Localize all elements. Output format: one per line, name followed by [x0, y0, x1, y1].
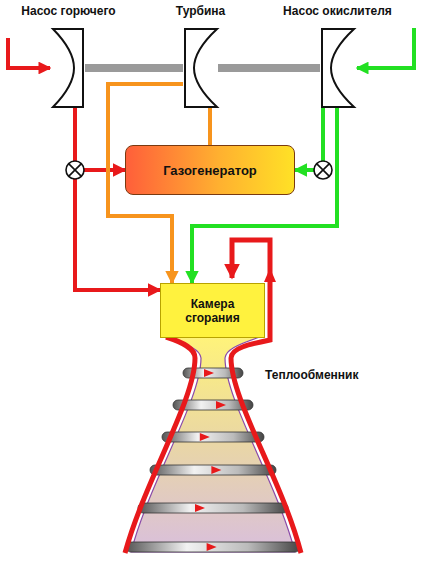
- flow-arrow: [211, 466, 221, 474]
- flow-arrow: [204, 369, 214, 377]
- part-label: Турбина: [176, 4, 225, 18]
- gas-generator-box: Газогенератор: [125, 145, 295, 195]
- pump-shape: [52, 28, 85, 108]
- turbine: Турбина: [183, 28, 218, 108]
- flow-arrow: [195, 504, 205, 512]
- valve-symbol: [66, 161, 84, 179]
- pump-outline: [53, 29, 83, 107]
- flow-arrow: [207, 543, 217, 551]
- fuel-intake: [8, 38, 50, 68]
- valve-symbol: [314, 161, 332, 179]
- flow-line: [75, 108, 160, 290]
- pump: Насос окислителя: [320, 28, 355, 108]
- flow-line: [75, 108, 125, 170]
- oxidizer-intake: [357, 28, 414, 68]
- part-label: Теплообменник: [265, 368, 358, 382]
- pump: Насос горючего: [52, 28, 85, 108]
- flow-line: [192, 108, 337, 283]
- box-label: Газогенератор: [163, 163, 257, 178]
- heat-exchanger-band: [162, 432, 264, 442]
- cooling-line: [125, 337, 195, 553]
- flow-line: [208, 108, 212, 145]
- turbine-shape: [183, 28, 218, 108]
- chamber-box: Камера сгорания: [160, 283, 265, 338]
- heat-exchanger-band: [150, 465, 276, 475]
- heat-exchanger-bands: [126, 368, 300, 552]
- pump-shape: [320, 28, 355, 108]
- part-label: Насос окислителя: [283, 4, 392, 18]
- shaft: [85, 64, 183, 72]
- pump-outline: [322, 29, 354, 107]
- part-label: Насос горючего: [21, 4, 115, 18]
- flow-line: [295, 108, 323, 170]
- pump-outline: [185, 29, 217, 107]
- flow-arrow: [200, 433, 210, 441]
- flow-arrow: [216, 401, 226, 409]
- shaft: [218, 64, 320, 72]
- heat-exchanger-band: [126, 542, 300, 552]
- flow-arrow: [264, 268, 276, 282]
- heat-exchanger-band: [138, 503, 288, 513]
- box-label: Камера сгорания: [169, 297, 256, 325]
